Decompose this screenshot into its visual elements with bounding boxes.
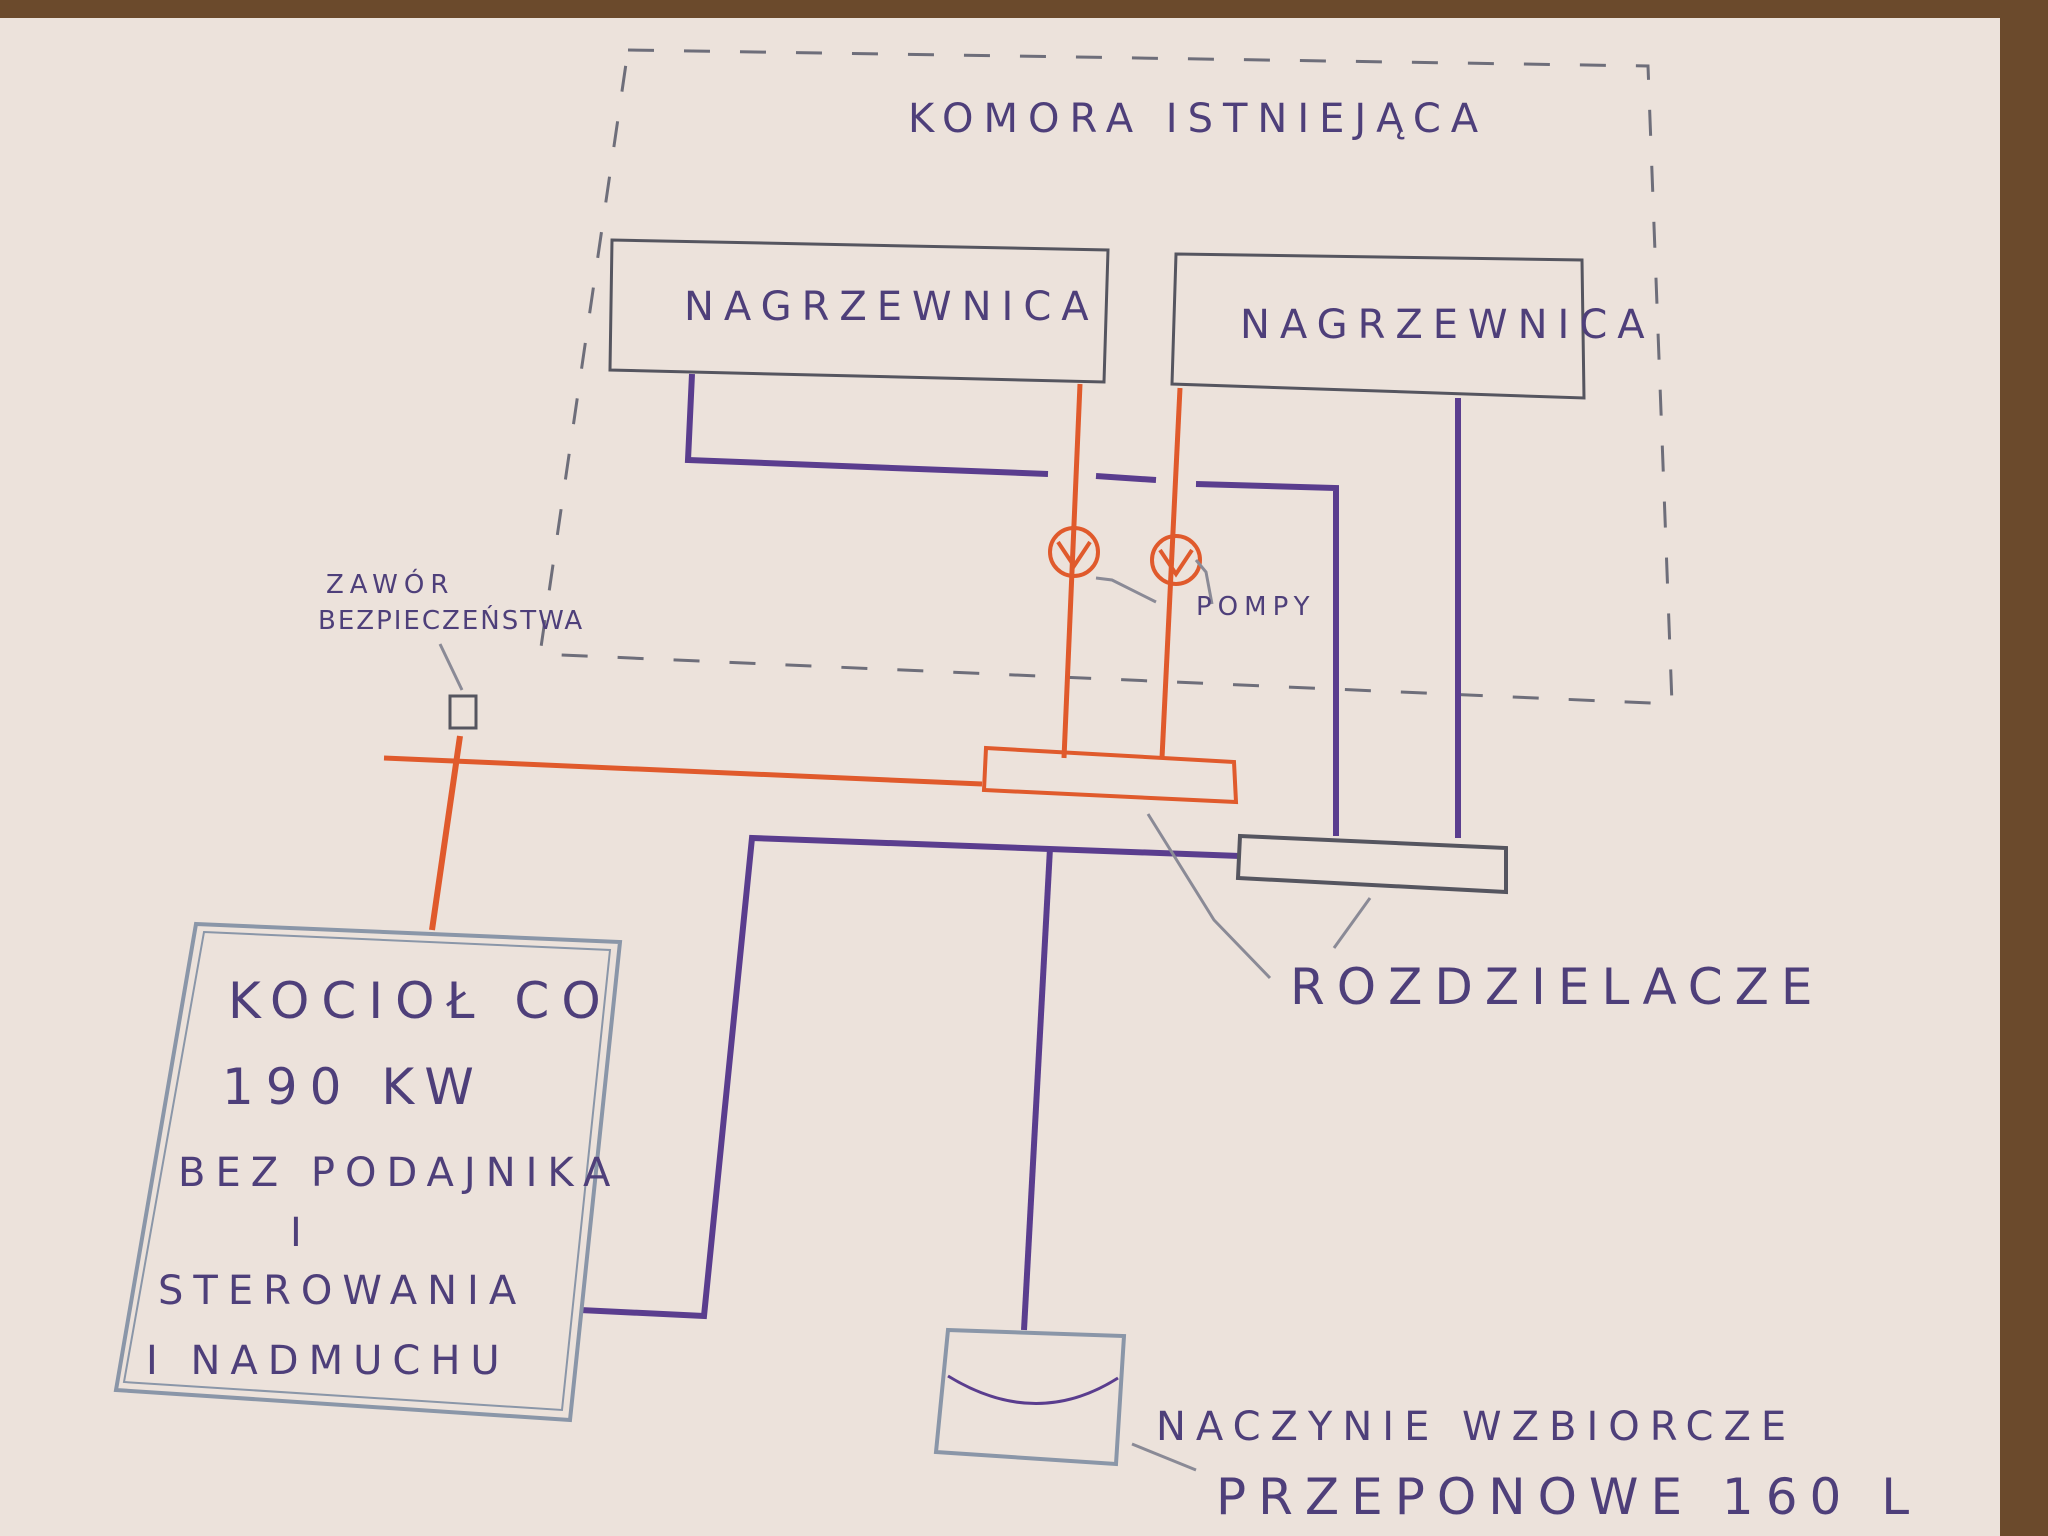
supply-pipe-heater-left	[1061, 383, 1083, 759]
heater-box-right	[1170, 252, 1586, 400]
chamber-label: KOMORA ISTNIEJĄCA	[908, 96, 1489, 142]
return-pipe-heater-left	[684, 373, 1049, 477]
safety-valve-pointer	[438, 643, 464, 691]
pump-pointer-right	[1194, 559, 1214, 605]
manifold-pointer-supply	[1146, 813, 1272, 980]
supply-pipe-main	[383, 755, 983, 787]
safety-valve-label-2: BEZPIECZEŃSTWA	[318, 606, 585, 636]
supply-pipe-heater-right	[1159, 387, 1183, 759]
return-pipe-riser-left	[1195, 481, 1339, 836]
manifold-supply	[981, 745, 1239, 805]
heater-box-left	[608, 238, 1110, 384]
boiler-label-1: KOCIOŁ CO	[228, 972, 613, 1030]
pump-pointer-left	[1095, 576, 1157, 604]
pump-right-icon	[1150, 534, 1202, 586]
boiler-box	[113, 921, 623, 1423]
expansion-vessel-label-1: NACZYNIE WZBIORCZE	[1156, 1404, 1797, 1450]
heater-right-label: NAGRZEWNICA	[1240, 302, 1655, 348]
manifolds-label: ROZDZIELACZE	[1290, 958, 1825, 1016]
manifold-pointer-return	[1332, 897, 1372, 949]
return-pipe-heater-left-cont	[1095, 473, 1157, 483]
boiler-label-5: STEROWANIA	[158, 1268, 527, 1314]
return-pipe-expansion	[1021, 847, 1053, 1331]
boiler-label-3: BEZ PODAJNIKA	[178, 1150, 621, 1196]
safety-valve-icon	[448, 694, 478, 730]
supply-pipe-boiler	[429, 735, 463, 931]
expansion-vessel	[933, 1327, 1127, 1467]
chamber-boundary	[538, 48, 1674, 706]
boiler-label-6: I NADMUCHU	[146, 1338, 510, 1384]
pumps-label: POMPY	[1196, 592, 1316, 622]
boiler-label-4: I	[290, 1210, 312, 1256]
paper-sheet	[0, 18, 2000, 1536]
safety-valve-label-1: ZAWÓR	[326, 570, 455, 600]
boiler-box-inner	[122, 930, 612, 1412]
expansion-vessel-label-2: PRZEPONOWE 160 L	[1216, 1468, 1922, 1526]
expansion-vessel-pointer	[1131, 1442, 1197, 1472]
expansion-vessel-membrane	[947, 1374, 1119, 1405]
return-pipe-boiler	[579, 834, 1241, 1320]
boiler-label-2: 190 KW	[222, 1058, 486, 1116]
manifold-return	[1235, 833, 1508, 895]
pump-left-icon	[1048, 526, 1100, 578]
heater-left-label: NAGRZEWNICA	[684, 284, 1099, 330]
